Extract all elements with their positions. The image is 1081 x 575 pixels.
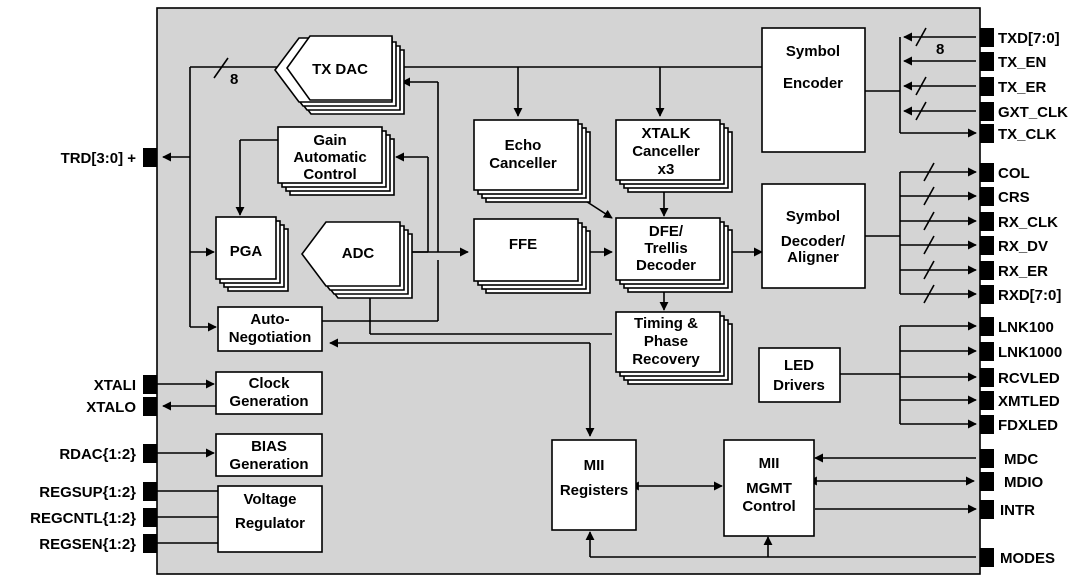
bias-gen-line-2: Generation bbox=[229, 456, 308, 473]
pin-rcvled: RCVLED bbox=[998, 370, 1060, 387]
tx-dac-label: TX DAC bbox=[312, 61, 368, 78]
mii-registers-line-2: Registers bbox=[560, 482, 628, 499]
symbol-decoder-line-1: Symbol bbox=[786, 208, 840, 225]
pin-txd: TXD[7:0] bbox=[998, 30, 1060, 47]
led-drivers-block: LED Drivers bbox=[758, 347, 841, 403]
mii-registers-block: MII Registers bbox=[551, 439, 637, 531]
timing-recovery-block: Timing & Phase Recovery bbox=[615, 311, 733, 385]
pin-tx-clk: TX_CLK bbox=[998, 126, 1057, 143]
pin-rdac: RDAC{1:2} bbox=[59, 446, 136, 463]
pin-rx-er: RX_ER bbox=[998, 263, 1048, 280]
pin-modes: MODES bbox=[1000, 550, 1055, 567]
ffe-label: FFE bbox=[509, 236, 537, 253]
dfe-decoder-block: DFE/ Trellis Decoder bbox=[615, 217, 733, 293]
xtalk-line-2: Canceller bbox=[632, 143, 700, 160]
auto-negotiation-line-1: Auto- bbox=[250, 311, 289, 328]
timing-line-1: Timing & bbox=[634, 315, 698, 332]
adc-label: ADC bbox=[342, 245, 375, 262]
adc-block: ADC bbox=[301, 221, 413, 299]
auto-negotiation-line-2: Negotiation bbox=[229, 329, 312, 346]
pin-mdc: MDC bbox=[1004, 451, 1038, 468]
clock-gen-line-2: Generation bbox=[229, 393, 308, 410]
bias-gen-line-1: BIAS bbox=[251, 438, 287, 455]
symbol-decoder-line-3: Aligner bbox=[787, 249, 839, 266]
gain-control-line-1: Gain bbox=[313, 132, 346, 149]
dfe-line-2: Trellis bbox=[644, 240, 687, 257]
pga-label: PGA bbox=[230, 243, 263, 260]
pin-intr: INTR bbox=[1000, 502, 1035, 519]
voltage-reg-line-2: Regulator bbox=[235, 515, 305, 532]
pin-rx-clk: RX_CLK bbox=[998, 214, 1058, 231]
pin-crs: CRS bbox=[998, 189, 1030, 206]
mii-mgmt-line-3: Control bbox=[742, 498, 795, 515]
tx-dac-block: TX DAC bbox=[274, 35, 405, 115]
voltage-regulator-block: Voltage Regulator bbox=[217, 485, 323, 553]
pin-mdio: MDIO bbox=[1004, 474, 1043, 491]
timing-line-2: Phase bbox=[644, 333, 688, 350]
bias-generation-block: BIAS Generation bbox=[215, 433, 323, 477]
symbol-decoder-line-2: Decoder/ bbox=[781, 233, 846, 250]
mii-mgmt-block: MII MGMT Control bbox=[723, 439, 815, 537]
pin-tx-er: TX_ER bbox=[998, 79, 1047, 96]
symbol-encoder-block: Symbol Encoder bbox=[761, 27, 866, 153]
dfe-line-3: Decoder bbox=[636, 257, 696, 274]
voltage-reg-line-1: Voltage bbox=[243, 491, 296, 508]
pin-col: COL bbox=[998, 165, 1030, 182]
pin-gxt-clk: GXT_CLK bbox=[998, 104, 1068, 121]
pin-regcntl: REGCNTL{1:2} bbox=[30, 510, 136, 527]
xtalk-line-3: x3 bbox=[658, 161, 675, 178]
echo-canceller-line-2: Canceller bbox=[489, 155, 557, 172]
ffe-block: FFE bbox=[473, 218, 591, 294]
tx-dac-bus-width: 8 bbox=[230, 71, 238, 88]
mii-mgmt-line-2: MGMT bbox=[746, 480, 792, 497]
dfe-line-1: DFE/ bbox=[649, 223, 684, 240]
txd-bus-width: 8 bbox=[936, 41, 944, 58]
led-drivers-line-1: LED bbox=[784, 357, 814, 374]
pin-lnk100: LNK100 bbox=[998, 319, 1054, 336]
symbol-encoder-line-1: Symbol bbox=[786, 43, 840, 60]
echo-canceller-block: Echo Canceller bbox=[473, 119, 591, 203]
xtalk-line-1: XTALK bbox=[642, 125, 691, 142]
pga-block: PGA bbox=[215, 216, 289, 292]
led-drivers-line-2: Drivers bbox=[773, 377, 825, 394]
gain-control-block: Gain Automatic Control bbox=[277, 126, 395, 196]
xtalk-canceller-block: XTALK Canceller x3 bbox=[615, 119, 733, 193]
timing-line-3: Recovery bbox=[632, 351, 700, 368]
gain-control-line-3: Control bbox=[303, 166, 356, 183]
symbol-encoder-line-2: Encoder bbox=[783, 75, 843, 92]
pin-regsup: REGSUP{1:2} bbox=[39, 484, 136, 501]
pin-trd: TRD[3:0] + bbox=[61, 150, 137, 167]
pin-regsen: REGSEN{1:2} bbox=[39, 536, 136, 553]
pin-xmtled: XMTLED bbox=[998, 393, 1060, 410]
pin-rx-dv: RX_DV bbox=[998, 238, 1048, 255]
mii-mgmt-line-1: MII bbox=[759, 455, 780, 472]
auto-negotiation-block: Auto- Negotiation bbox=[217, 306, 323, 352]
echo-canceller-line-1: Echo bbox=[505, 137, 542, 154]
clock-gen-line-1: Clock bbox=[249, 375, 291, 392]
pin-xtali: XTALI bbox=[94, 377, 136, 394]
right-pins: TXD[7:0] TX_EN TX_ER GXT_CLK TX_CLK COL … bbox=[980, 28, 1068, 567]
pin-xtalo: XTALO bbox=[86, 399, 136, 416]
pin-rxd: RXD[7:0] bbox=[998, 287, 1061, 304]
pin-lnk1000: LNK1000 bbox=[998, 344, 1062, 361]
pin-tx-en: TX_EN bbox=[998, 54, 1046, 71]
symbol-decoder-block: Symbol Decoder/ Aligner bbox=[761, 183, 866, 289]
left-pins: TRD[3:0] + XTALI XTALO RDAC{1:2} REGSUP{… bbox=[30, 148, 157, 553]
clock-generation-block: Clock Generation bbox=[215, 371, 323, 415]
gain-control-line-2: Automatic bbox=[293, 149, 366, 166]
pin-fdxled: FDXLED bbox=[998, 417, 1058, 434]
mii-registers-line-1: MII bbox=[584, 457, 605, 474]
